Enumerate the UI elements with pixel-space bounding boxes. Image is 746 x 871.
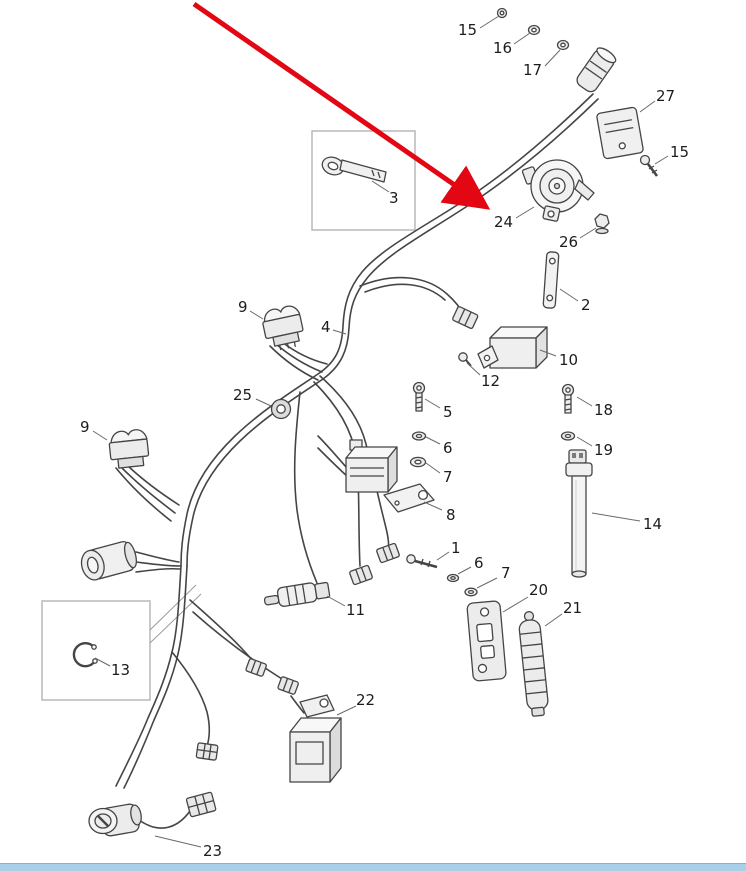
callout-24: 24 xyxy=(494,213,514,231)
bolt-5-icon xyxy=(412,381,426,412)
callout-5: 5 xyxy=(443,403,453,421)
part-23-ignition-switch xyxy=(88,803,142,837)
screw-15-top-icon xyxy=(496,7,508,19)
connector-f xyxy=(185,791,217,818)
callout-22: 22 xyxy=(356,691,376,709)
bottom-blue-bar xyxy=(0,863,746,871)
red-arrow xyxy=(192,1,491,210)
detail-box-part13 xyxy=(41,584,202,701)
callout-6b: 6 xyxy=(474,554,484,572)
connector-e xyxy=(195,742,219,761)
callout-19: 19 xyxy=(594,441,614,459)
callout-15-right: 15 xyxy=(670,143,690,161)
callout-10: 10 xyxy=(559,351,579,369)
part-27-module xyxy=(596,106,644,160)
callout-21: 21 xyxy=(563,599,583,617)
part-24-horn xyxy=(521,159,595,222)
callout-14: 14 xyxy=(643,515,663,533)
screw-15-right-icon xyxy=(639,154,659,177)
detail-box-part3 xyxy=(311,130,416,231)
callout-20: 20 xyxy=(529,581,549,599)
part-2-bracket xyxy=(542,251,560,309)
callout-7b: 7 xyxy=(501,564,511,582)
callout-9-left: 9 xyxy=(80,418,90,436)
part-20-bracket xyxy=(466,600,507,682)
callout-8: 8 xyxy=(446,506,456,524)
part-21-pad-stack xyxy=(518,611,549,717)
connector-d xyxy=(277,676,299,695)
callout-6: 6 xyxy=(443,439,453,457)
callout-16: 16 xyxy=(493,39,513,57)
callout-4: 4 xyxy=(321,318,331,336)
part-11-brake-switch xyxy=(263,581,331,607)
callout-7: 7 xyxy=(443,468,453,486)
callout-9-top: 9 xyxy=(238,298,248,316)
callout-17: 17 xyxy=(523,61,543,79)
part-3-key xyxy=(321,156,387,183)
callout-18: 18 xyxy=(594,401,614,419)
callout-13: 13 xyxy=(111,661,131,679)
bolt-18-icon xyxy=(561,383,575,414)
washer-7b-icon xyxy=(464,587,478,597)
parts xyxy=(72,7,659,837)
connector-b xyxy=(349,564,373,586)
callout-26: 26 xyxy=(559,233,579,251)
screw-1-icon xyxy=(406,554,438,569)
part-9-switch-left xyxy=(108,429,150,469)
callout-12: 12 xyxy=(481,372,501,390)
part-14-fuel-sender xyxy=(565,449,593,578)
washer-19-icon xyxy=(560,431,576,441)
callout-leader-lines xyxy=(92,15,669,848)
callout-1: 1 xyxy=(451,539,461,557)
part-25-grommet xyxy=(270,398,292,420)
connector-a xyxy=(376,542,400,564)
callout-23: 23 xyxy=(203,842,223,860)
washer-17-icon xyxy=(556,39,570,51)
callout-27: 27 xyxy=(656,87,676,105)
wiring-harness xyxy=(115,93,599,829)
callout-2: 2 xyxy=(581,296,591,314)
washer-7-icon xyxy=(409,456,427,468)
washer-6-icon xyxy=(411,431,427,441)
callout-25: 25 xyxy=(233,386,253,404)
part-8-flasher xyxy=(345,439,435,513)
callout-15-top: 15 xyxy=(458,21,478,39)
callout-3: 3 xyxy=(389,189,399,207)
part-13-clip xyxy=(72,642,98,668)
washer-6b-icon xyxy=(446,573,460,583)
callout-11: 11 xyxy=(346,601,366,619)
harness-end-connector xyxy=(576,47,617,93)
bolt-26-icon xyxy=(594,213,610,235)
part-22-flasher xyxy=(289,694,342,783)
washer-16-icon xyxy=(527,24,541,36)
part-9-switch-top xyxy=(262,305,304,351)
part-10-relay xyxy=(477,326,548,369)
connector-c xyxy=(245,658,267,677)
connector-4 xyxy=(452,306,479,329)
screw-12-icon xyxy=(458,352,472,367)
left-barrel-switch xyxy=(80,540,138,581)
